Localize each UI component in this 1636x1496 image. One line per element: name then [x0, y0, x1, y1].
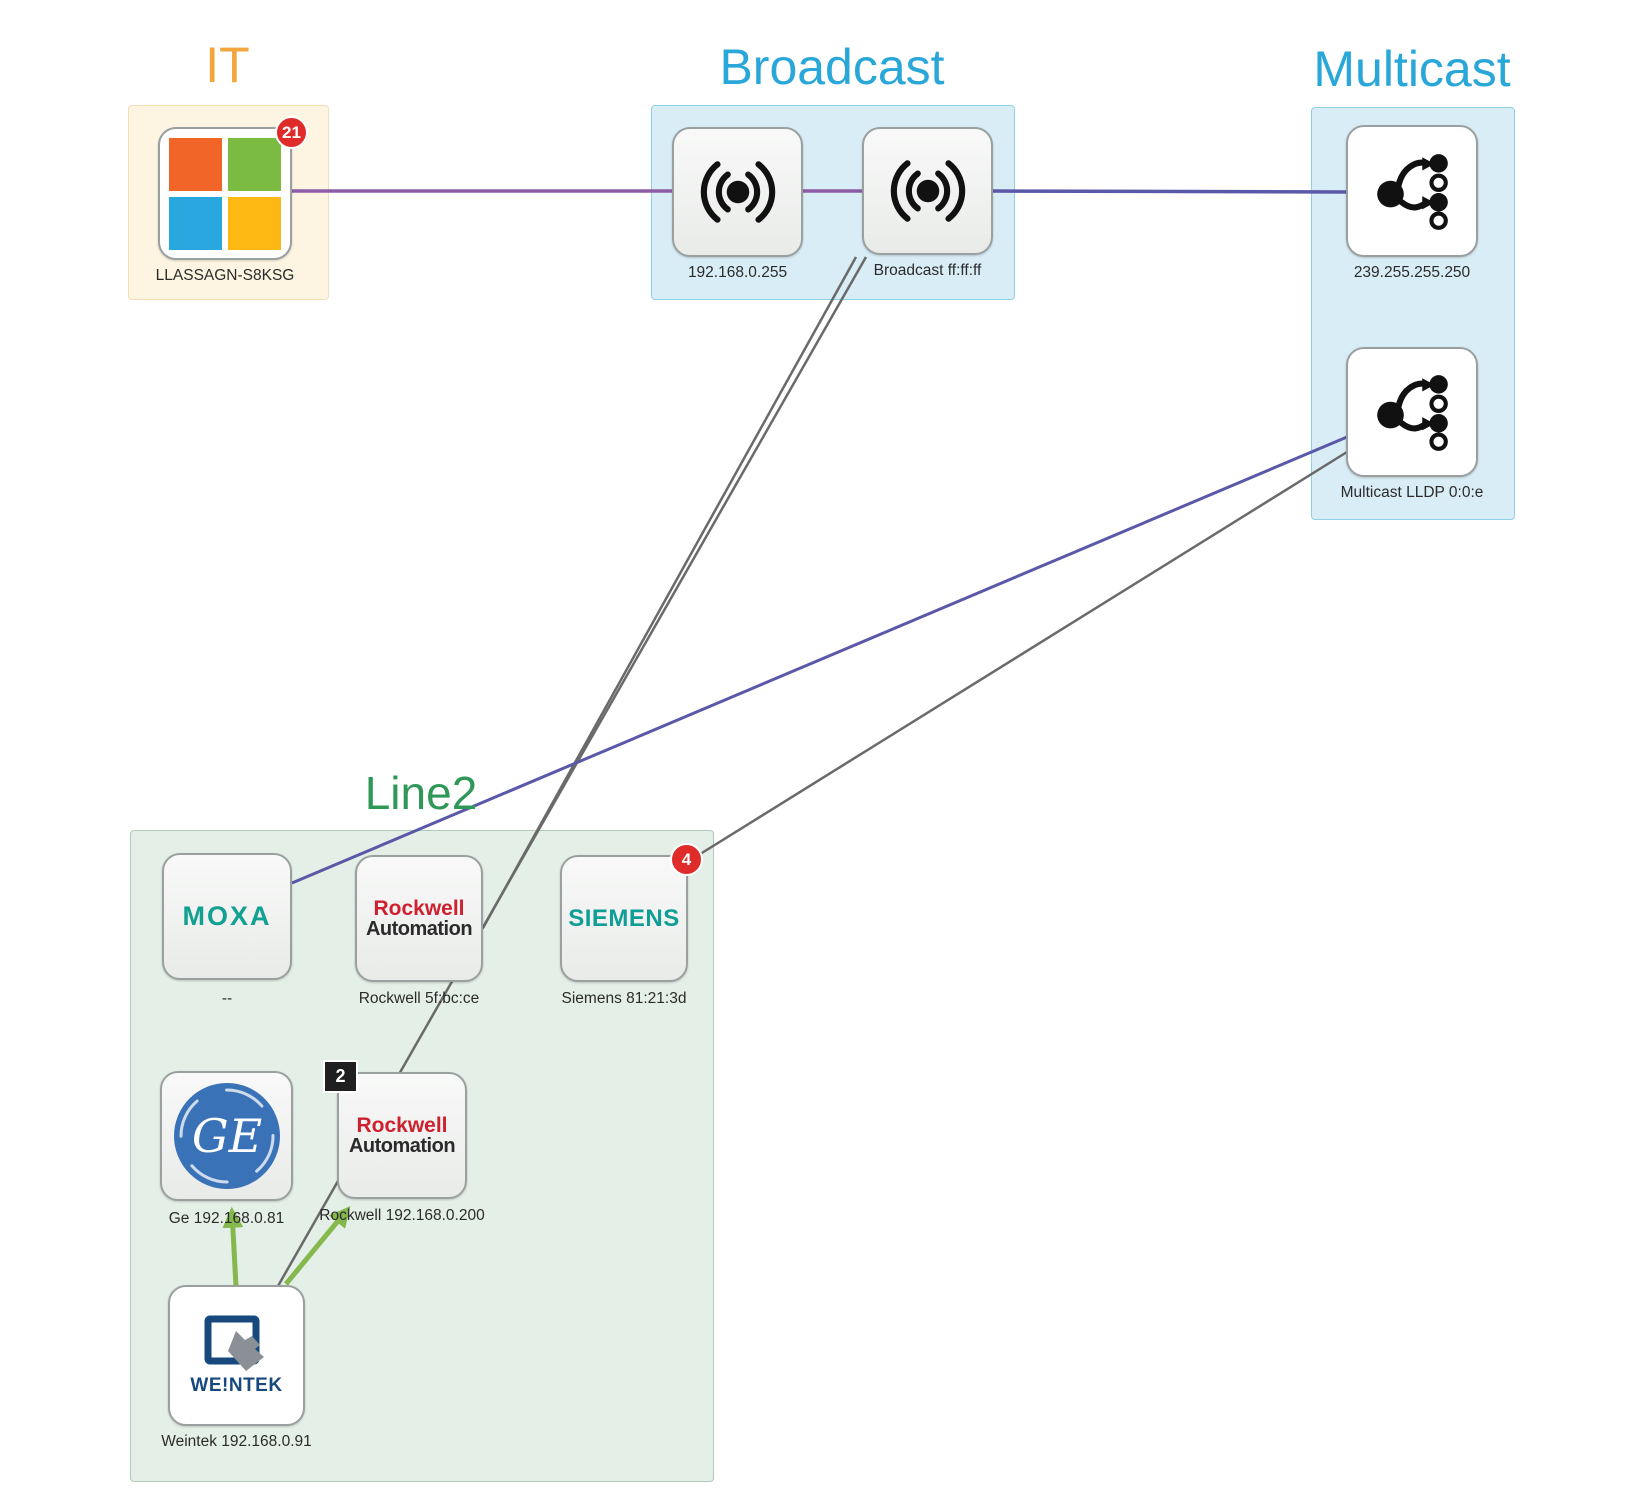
node-label: Multicast LLDP 0:0:e — [1340, 484, 1484, 501]
rockwell-logo-icon: Rockwell Automation — [365, 897, 473, 940]
microsoft-logo-icon — [169, 137, 281, 250]
multicast-icon — [1377, 375, 1448, 451]
node-rockwell2[interactable]: Rockwell Automation 2 Rockwell 192.168.0… — [319, 1060, 485, 1224]
node-label: Broadcast ff:ff:ff — [873, 262, 982, 279]
node-multicast-ip[interactable]: 239.255.255.250 — [1346, 125, 1478, 281]
node-label: Weintek 192.168.0.91 — [161, 1433, 312, 1450]
moxa-logo-icon: MOXA — [182, 901, 272, 931]
node-broadcast-ip[interactable]: 192.168.0.255 — [672, 127, 803, 281]
rockwell-logo-icon: Rockwell Automation — [348, 1114, 456, 1157]
ge-logo-icon: GE — [173, 1083, 280, 1189]
group-label-multicast: Multicast — [1313, 41, 1511, 97]
multicast-icon — [1377, 154, 1448, 230]
node-ge[interactable]: GE Ge 192.168.0.81 — [160, 1071, 293, 1227]
count-badge: 2 — [323, 1060, 358, 1093]
node-label: 192.168.0.255 — [687, 264, 788, 281]
node-label: Ge 192.168.0.81 — [168, 1210, 285, 1227]
edge-broadcast-mac-multicast-ip — [992, 189, 1347, 194]
siemens-logo-icon: SIEMENS — [568, 904, 680, 932]
weintek-wordmark: WE!NTEK — [190, 1374, 283, 1396]
node-label: Siemens 81:21:3d — [561, 990, 687, 1007]
broadcast-icon — [890, 160, 965, 222]
node-ms-host[interactable]: 21 LLASSAGN-S8KSG — [156, 116, 308, 284]
notification-badge: 4 — [670, 843, 703, 876]
node-label: -- — [221, 990, 233, 1007]
broadcast-icon — [700, 161, 775, 223]
node-broadcast-mac[interactable]: Broadcast ff:ff:ff — [862, 127, 993, 279]
notification-badge: 21 — [275, 116, 308, 149]
group-label-broadcast: Broadcast — [719, 39, 945, 95]
edge-broadcast-mac-rockwell1 — [481, 256, 858, 929]
node-label: LLASSAGN-S8KSG — [155, 267, 295, 284]
group-label-line2: Line2 — [364, 767, 478, 819]
edge-siemens-multicast-lldp — [696, 450, 1348, 858]
node-label: Rockwell 5f:bc:ce — [358, 990, 480, 1007]
svg-text:GE: GE — [191, 1109, 261, 1163]
node-label: 239.255.255.250 — [1353, 264, 1471, 281]
node-moxa[interactable]: MOXA -- — [162, 853, 292, 1007]
weintek-logo-icon — [204, 1315, 264, 1371]
node-weintek[interactable]: WE!NTEK Weintek 192.168.0.91 — [161, 1285, 312, 1450]
node-label: Rockwell 192.168.0.200 — [319, 1207, 485, 1224]
node-siemens[interactable]: SIEMENS 4 Siemens 81:21:3d — [560, 843, 703, 1007]
group-label-it: IT — [205, 37, 250, 93]
node-multicast-lldp[interactable]: Multicast LLDP 0:0:e — [1341, 347, 1483, 501]
node-rockwell1[interactable]: Rockwell Automation Rockwell 5f:bc:ce — [355, 855, 483, 1007]
